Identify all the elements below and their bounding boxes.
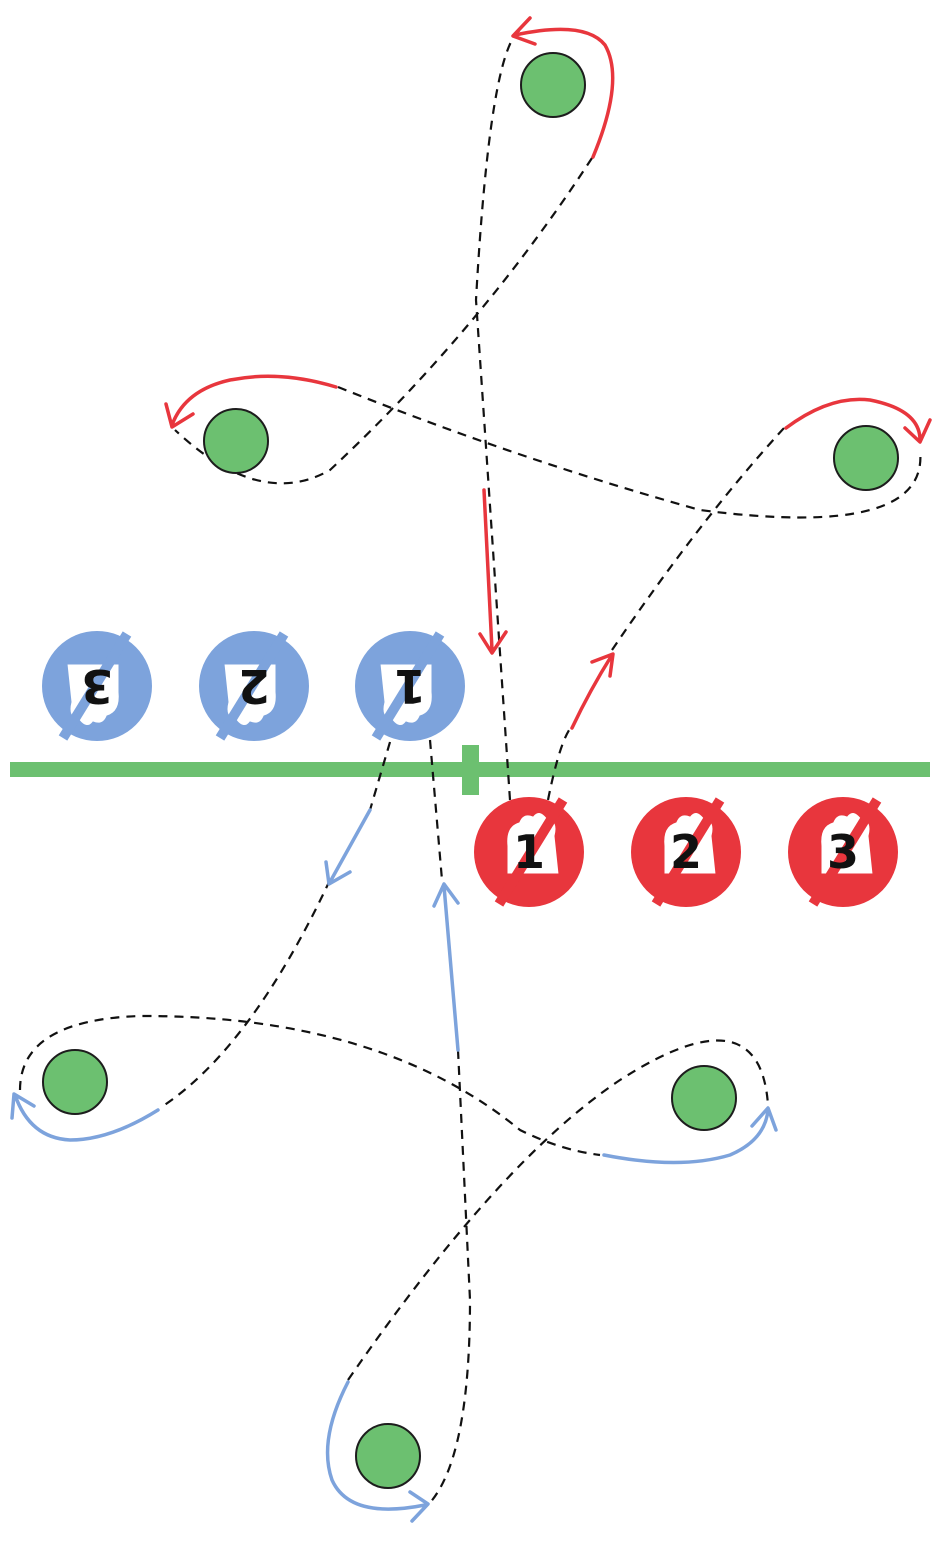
cone [42,1049,108,1115]
red-arrow-curve-top [511,16,615,159]
player-number: 3 [827,825,859,879]
red-player-3: 3 [788,797,898,907]
blue-path-bottom-loop [347,1039,770,1381]
red-arrow-curve-right [784,397,932,444]
blue-arrow-curve-right [602,1106,778,1165]
red-arrow-straight-down [478,488,508,655]
red-path-top-loop [174,29,593,801]
red-path-cross [337,385,922,519]
blue-path-centre [427,739,472,1506]
red-run-paths [174,29,922,801]
cone [203,408,269,474]
player-number: 3 [81,659,113,713]
blue-path-left [18,741,601,1157]
red-path-right [546,427,785,801]
red-arrow-curve-left [164,374,338,429]
red-team: 1 2 3 [474,797,898,907]
player-number: 2 [238,659,270,713]
blue-player-1: 1 [355,631,465,741]
blue-arrow-straight-down [324,808,372,886]
red-arrow-diagonal-up [570,652,615,730]
cone [671,1065,737,1131]
blue-player-2: 2 [199,631,309,741]
red-player-2: 2 [631,797,741,907]
cone [520,52,586,118]
blue-arrow-curve-bottom [325,1380,430,1523]
red-player-1: 1 [474,797,584,907]
player-number: 1 [394,659,426,713]
blue-arrows [10,808,778,1523]
halfway-line [10,745,930,795]
blue-arrow-straight-up [432,882,460,1052]
blue-run-paths [18,739,770,1506]
blue-team: 1 2 3 [42,631,465,741]
player-number: 1 [513,825,545,879]
cone [833,425,899,491]
cone [355,1423,421,1489]
player-number: 2 [670,825,702,879]
blue-player-3: 3 [42,631,152,741]
blue-arrow-curve-left [10,1092,160,1142]
red-arrows [164,16,932,730]
cones [42,52,899,1489]
